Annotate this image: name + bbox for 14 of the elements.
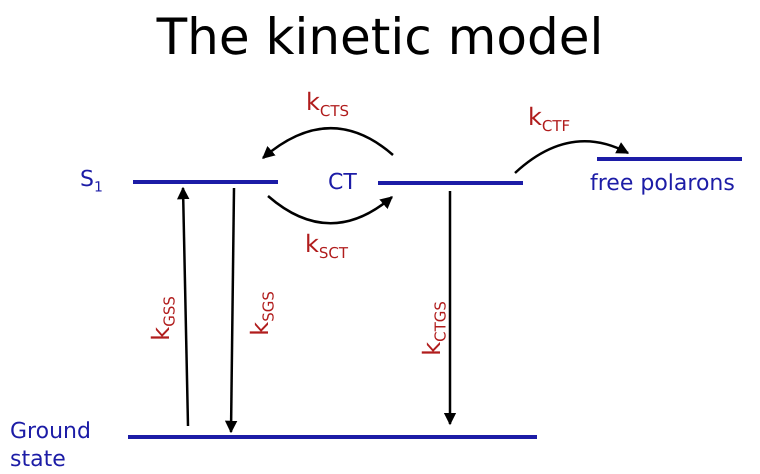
arrow [224,188,238,434]
rate-constant-label: k$_{CTF}$ [528,103,570,137]
energy-level-label: free polarons [590,170,736,198]
energy-level-label: S$_{1}$ [80,166,104,198]
rate-constant-label: k$_{CTS}$ [306,88,350,122]
rate-constant-label: k$_{SCT}$ [305,230,348,264]
arrow [177,186,190,426]
arrow [444,191,456,426]
arrow [514,140,630,174]
arrow [262,127,394,159]
energy-level-label: Ground state [10,418,92,474]
arrow [267,195,393,224]
diagram-title: The kinetic model [156,8,604,66]
energy-level-label: CT [328,169,358,197]
